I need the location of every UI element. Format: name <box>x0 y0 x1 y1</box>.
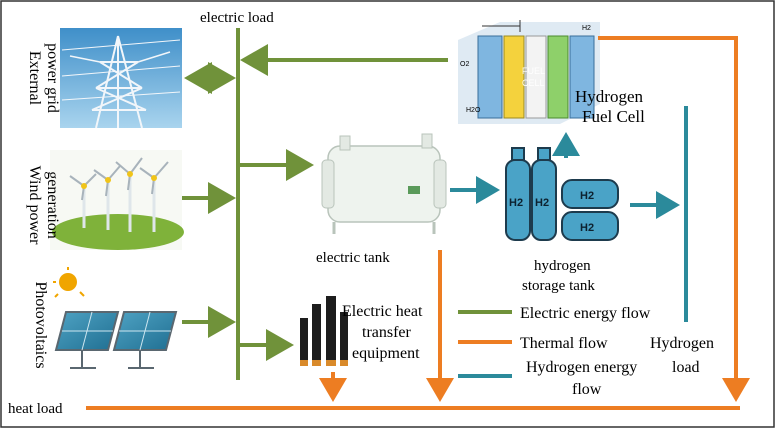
hydrogen-storage-image: H2 H2 H2 H2 <box>505 147 619 241</box>
h2-mark-2: H2 <box>535 197 549 209</box>
electric-tank-image <box>321 133 447 234</box>
fuel-cell-image: FUEL CELL O2 H2 H2O <box>458 20 600 124</box>
fuel-cell-label-2: Fuel Cell <box>582 107 645 126</box>
heat-equipment-label-1: Electric heat <box>342 303 423 320</box>
pv-label: Photovoltaics <box>32 281 49 368</box>
fuel-cell-h2o: H2O <box>466 107 481 114</box>
legend-hydrogen-label-2: flow <box>572 381 602 398</box>
solar-panel-image <box>52 265 180 375</box>
electric-tank-label: electric tank <box>316 250 390 266</box>
legend-electric-label: Electric energy flow <box>520 305 651 322</box>
heat-equipment-label-3: equipment <box>352 345 420 362</box>
h2-mark-4: H2 <box>580 222 594 234</box>
fuel-cell-h2: H2 <box>582 25 591 32</box>
hydrogen-flow-lines <box>450 106 688 322</box>
fuel-cell-text-2: CELL <box>522 78 545 88</box>
heat-equipment-label-2: transfer <box>362 324 412 341</box>
hydrogen-load-label-1: Hydrogen <box>650 335 714 352</box>
sun-icon <box>59 273 77 291</box>
wind-label-1: Wind power <box>26 166 43 246</box>
external-grid-label-1: External <box>26 51 43 106</box>
thermal-flow-lines <box>86 36 750 410</box>
legend-thermal-label: Thermal flow <box>520 335 608 352</box>
legend-hydrogen-label-1: Hydrogen energy <box>526 359 637 376</box>
wind-label-2: generation <box>44 171 61 239</box>
h2-mark-3: H2 <box>580 190 594 202</box>
legend: Electric energy flow Thermal flow Hydrog… <box>458 305 651 398</box>
external-grid-label-2: power grid <box>44 43 61 113</box>
electric-flow-lines <box>182 28 448 380</box>
fuel-cell-label-1: Hydrogen <box>575 87 643 106</box>
storage-tank-label-1: hydrogen <box>534 258 591 274</box>
heat-equipment-image <box>300 296 348 366</box>
wind-turbines-image <box>50 150 184 250</box>
electric-load-label: electric load <box>200 10 274 26</box>
storage-tank-label-2: storage tank <box>522 278 595 294</box>
hydrogen-load-label-2: load <box>672 359 700 376</box>
fuel-cell-text-1: FUEL <box>522 66 545 76</box>
fuel-cell-o2: O2 <box>460 61 469 68</box>
power-grid-image <box>60 28 182 129</box>
h2-mark-1: H2 <box>509 197 523 209</box>
heat-load-label: heat load <box>8 401 63 417</box>
